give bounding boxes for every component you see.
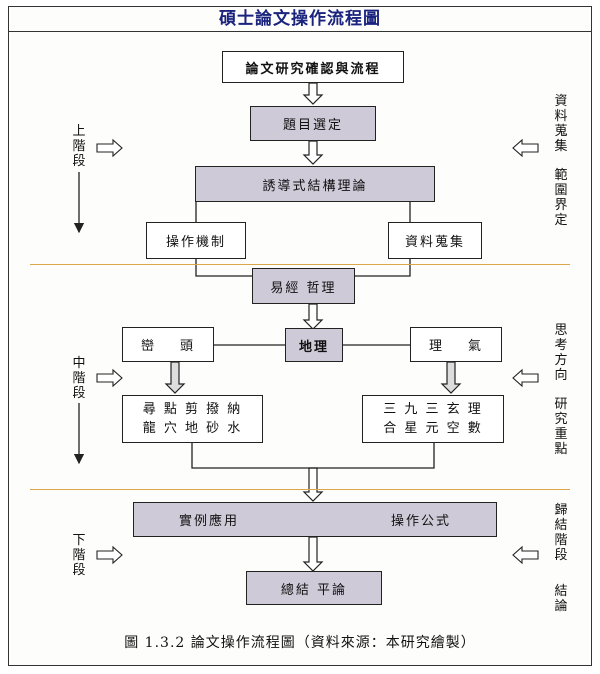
summary-box: 總結 平論: [246, 571, 382, 605]
luantou-items-line1: 尋 點 剪 撥 納: [142, 402, 243, 417]
stage-label-lower: 下階段: [72, 533, 86, 578]
flow-arrow-4: [302, 467, 324, 502]
stage-label-upper: 上階段: [72, 124, 86, 169]
yijing-box: 易經 哲理: [252, 268, 355, 304]
luantou-box: 巒 頭: [122, 327, 214, 362]
right-arrow-lower: [512, 545, 539, 565]
flow-arrow-5: [302, 536, 324, 572]
right-label-lower-a: 歸結階段: [554, 503, 568, 563]
research-confirm-box: 論文研究確認與流程: [222, 51, 404, 83]
right-label-middle-b: 研究重點: [554, 397, 568, 457]
figure-caption: 圖 1.3.2 論文操作流程圖（資料來源：本研究繪製）: [124, 635, 476, 651]
application-box: 實例應用 操作公式: [133, 502, 497, 537]
flow-arrow-3: [302, 303, 324, 330]
data-collection-box: 資料蒐集: [388, 222, 482, 259]
luantou-items-line2: 龍 穴 地 砂 水: [142, 421, 243, 436]
luantou-left: 巒: [141, 339, 157, 354]
right-arrow-middle: [512, 368, 539, 388]
separator-lower: [30, 489, 570, 490]
liqi-items-line2: 合 星 元 空 數: [383, 421, 483, 436]
right-label-upper-a: 資料蒐集: [554, 94, 568, 154]
left-arrow-upper: [96, 138, 123, 158]
liqi-arrow: [440, 361, 462, 394]
right-label-lower-b: 結論: [554, 584, 568, 614]
right-arrow-upper: [512, 138, 539, 158]
flow-arrow-1: [302, 82, 324, 105]
method-box: 操作機制: [146, 222, 246, 259]
luantou-arrow: [164, 361, 186, 394]
page-title: 碩士論文操作流程圖: [8, 6, 592, 32]
liqi-items-box: 三 九 三 玄 理 合 星 元 空 數: [362, 395, 504, 443]
separator-upper: [30, 264, 570, 265]
liqi-right: 氣: [467, 339, 483, 354]
luantou-right: 頭: [179, 339, 195, 354]
liqi-box: 理 氣: [410, 327, 502, 362]
dili-box: 地理: [285, 328, 343, 362]
apply-right-label: 操作公式: [390, 514, 451, 529]
liqi-left: 理: [429, 339, 445, 354]
theory-box: 誘導式結構理論: [195, 166, 435, 202]
liqi-items-line1: 三 九 三 玄 理: [383, 402, 483, 417]
luantou-items-box: 尋 點 剪 撥 納 龍 穴 地 砂 水: [122, 395, 263, 443]
right-label-upper-b: 範圍界定: [554, 168, 568, 228]
flow-arrow-2: [302, 140, 324, 165]
topic-selection-box: 題目選定: [250, 106, 376, 141]
right-label-middle-a: 思考方向: [554, 323, 568, 383]
left-arrow-middle: [96, 368, 123, 388]
stage-label-middle: 中階段: [72, 356, 86, 401]
apply-left-label: 實例應用: [179, 514, 240, 529]
left-arrow-lower: [96, 545, 123, 565]
